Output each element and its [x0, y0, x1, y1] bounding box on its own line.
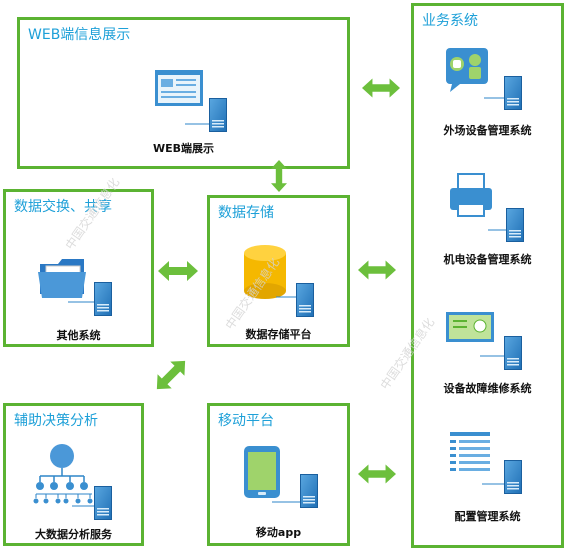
decision-analysis-title: 辅助决策分析: [14, 413, 98, 429]
business-system-label: 设备故障维修系统: [443, 382, 532, 395]
arrow-web-business: [362, 78, 400, 98]
mobile-app-caption: 移动app: [255, 526, 302, 539]
data-storage-box: 数据存储 数据存储平台: [207, 195, 350, 347]
tablet-icon: [244, 446, 318, 508]
business-system-label: 机电设备管理系统: [443, 253, 532, 266]
database-icon: [244, 245, 314, 317]
big-data-service-caption: 大数据分析服务: [35, 528, 112, 541]
arrow-mobile-business: [358, 464, 396, 484]
business-system-label: 外场设备管理系统: [443, 124, 532, 137]
arrow-decision-storage: [149, 353, 193, 397]
certificate-icon: [446, 312, 522, 370]
folder-icon: [38, 259, 112, 316]
data-exchange-box: 数据交换、共享 其他系统: [3, 189, 154, 347]
data-storage-title: 数据存储: [218, 205, 274, 221]
printer-icon: [450, 173, 524, 242]
web-display-caption: WEB端展示: [152, 142, 215, 155]
hierarchy-icon: [33, 444, 112, 520]
other-systems-caption: 其他系统: [56, 329, 101, 342]
web-browser-icon: [155, 70, 227, 132]
business-systems-title: 业务系统: [422, 13, 478, 29]
mobile-platform-box: 移动平台 移动app: [207, 403, 350, 546]
web-display-box: WEB端信息展示 WEB端展示: [17, 17, 350, 169]
field-device-icon: [446, 48, 522, 110]
arrow-exchange-storage: [158, 261, 198, 281]
mobile-platform-title: 移动平台: [218, 413, 274, 429]
storage-platform-caption: 数据存储平台: [245, 328, 312, 341]
arrow-web-storage: [271, 160, 287, 192]
decision-analysis-box: 辅助决策分析 大数据分析服务: [3, 403, 144, 546]
arrow-storage-business: [358, 260, 396, 280]
config-list-icon: [450, 432, 522, 494]
data-exchange-title: 数据交换、共享: [14, 199, 112, 215]
web-display-title: WEB端信息展示: [28, 27, 131, 43]
business-systems-box: 业务系统 外场设备管理系统 机电设备管理系统 设备故障维修系统: [411, 3, 564, 548]
business-system-label: 配置管理系统: [454, 510, 521, 523]
